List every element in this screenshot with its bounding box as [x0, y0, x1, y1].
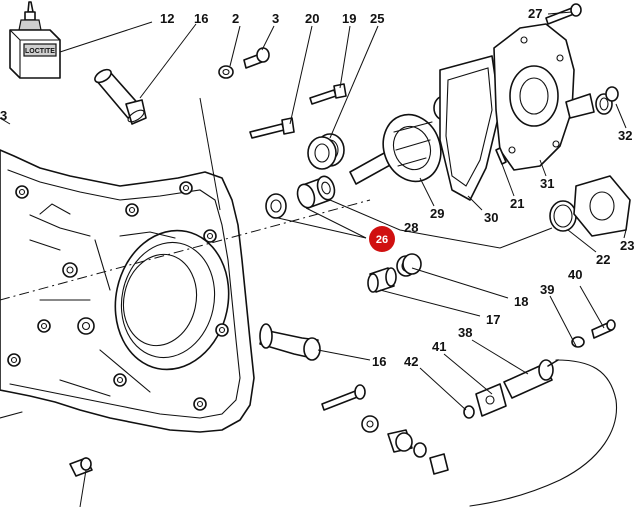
callout-38: 38: [458, 325, 472, 340]
leader-lines: [0, 11, 627, 507]
washer-2: [218, 65, 234, 79]
bushing-28: [296, 175, 336, 209]
seal-18: [396, 253, 422, 277]
pump-cover-31: [493, 23, 595, 171]
callout-30: 30: [484, 210, 498, 225]
callout-12: 12: [160, 11, 174, 26]
small-washer: [413, 442, 427, 458]
callout-22: 22: [596, 252, 610, 267]
bolt-19: [309, 83, 347, 105]
sensor-38: [503, 359, 559, 399]
screw-3-top: [243, 47, 270, 69]
drain-plug: [387, 429, 413, 453]
lower-bolt: [321, 384, 366, 411]
callout-25: 25: [370, 11, 384, 26]
bearing-25: [307, 133, 345, 170]
callout-23: 23: [620, 238, 634, 253]
shaft-centerline: [0, 199, 371, 301]
callout-28: 28: [404, 220, 418, 235]
callout-17: 17: [486, 312, 500, 327]
loctite-tube: LOCTITE: [9, 1, 61, 79]
callout-16-bottom: 16: [372, 354, 386, 369]
callout-29: 29: [430, 206, 444, 221]
callout-42: 42: [404, 354, 418, 369]
bolt-20: [249, 117, 295, 139]
screw-40: [591, 319, 616, 339]
callout-32: 32: [618, 128, 632, 143]
callout-3: 3: [272, 11, 279, 26]
callout-2: 2: [232, 11, 239, 26]
dowel-pin: [69, 457, 93, 477]
highlight-badge-circle[interactable]: [369, 226, 395, 252]
pump-impeller-29: [349, 95, 455, 185]
flange-23: [573, 175, 631, 237]
callout-39: 39: [540, 282, 554, 297]
sleeve-16-bottom: [259, 323, 321, 361]
gasket-30: [439, 55, 501, 201]
tube-brand-label: LOCTITE: [25, 48, 55, 55]
callout-19: 19: [342, 11, 356, 26]
sleeve-16-top: [94, 68, 147, 125]
callout-20: 20: [305, 11, 319, 26]
callout-16-top: 16: [194, 11, 208, 26]
oring-42: [463, 405, 475, 419]
callout-40: 40: [568, 267, 582, 282]
clamp-32: [595, 86, 619, 115]
lower-washer: [361, 415, 379, 433]
callout-labels: 12 16 2 3 20 19 25 27 32 3 31 21 29 30 2…: [0, 6, 634, 369]
o-ring-22: [549, 200, 577, 232]
callout-27: 27: [528, 6, 542, 21]
callout-31: 31: [540, 176, 554, 191]
bushing-17: [367, 267, 397, 293]
seal-ring: [265, 193, 287, 219]
sensor-cable: [469, 359, 618, 507]
gasket-41: [475, 383, 507, 417]
callout-21: 21: [510, 196, 524, 211]
callout-18: 18: [514, 294, 528, 309]
crankcase-cover: [0, 149, 255, 433]
left-stud: [0, 411, 23, 419]
highlight-badge-26[interactable]: 26: [369, 226, 395, 252]
small-plug: [429, 453, 449, 475]
callout-3-left: 3: [0, 108, 7, 123]
highlight-badge-label[interactable]: 26: [376, 234, 388, 246]
callout-41: 41: [432, 339, 446, 354]
pin-21: [495, 147, 507, 165]
